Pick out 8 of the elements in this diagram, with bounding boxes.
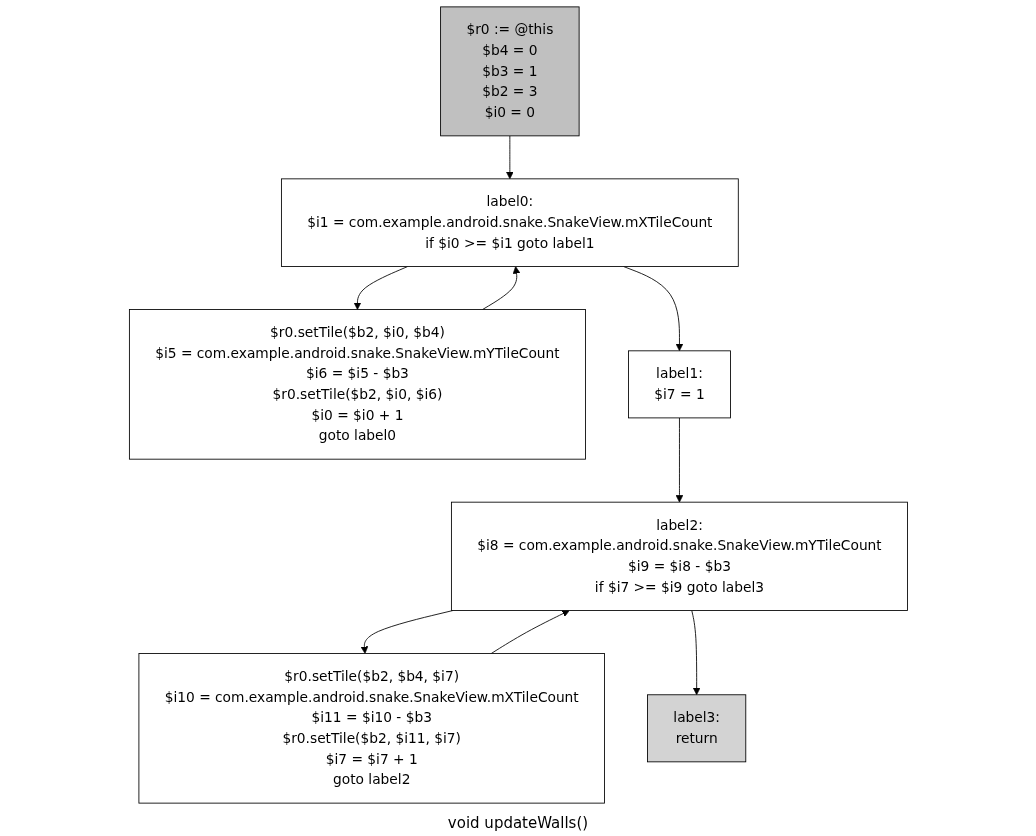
node-box: label2: $i8 = com.example.android.snake.SnakeView.mYTileCount $i9 = $i8 - $b3 if $i7 >= $i9 goto label3: [450, 501, 908, 611]
node-box: $r0 := @this $b4 = 0 $b3 = 1 $b2 = 3 $i0 = 0: [439, 6, 580, 137]
node-box: label3: return: [646, 694, 746, 763]
caption: void updateWalls(): [446, 813, 590, 834]
node-box: label1: $i7 = 1: [627, 350, 731, 419]
node-box: $r0.setTile($b2, $b4, $i7) $i10 = com.example.android.snake.SnakeView.mXTileCount $i11 = $i10 - $b3 $r0.setTile($b2, $i11, $i7) $i7 = $i7 + 1 goto label2: [138, 653, 605, 804]
node-box: label0: $i1 = com.example.android.snake.SnakeView.mXTileCount if $i0 >= $i1 goto label1: [280, 178, 739, 267]
node-box: $r0.setTile($b2, $i0, $b4) $i5 = com.example.android.snake.SnakeView.mYTileCount $i6 = $i5 - $b3 $r0.setTile($b2, $i0, $i6) $i0 = $i0 + 1 goto label0: [128, 309, 586, 460]
